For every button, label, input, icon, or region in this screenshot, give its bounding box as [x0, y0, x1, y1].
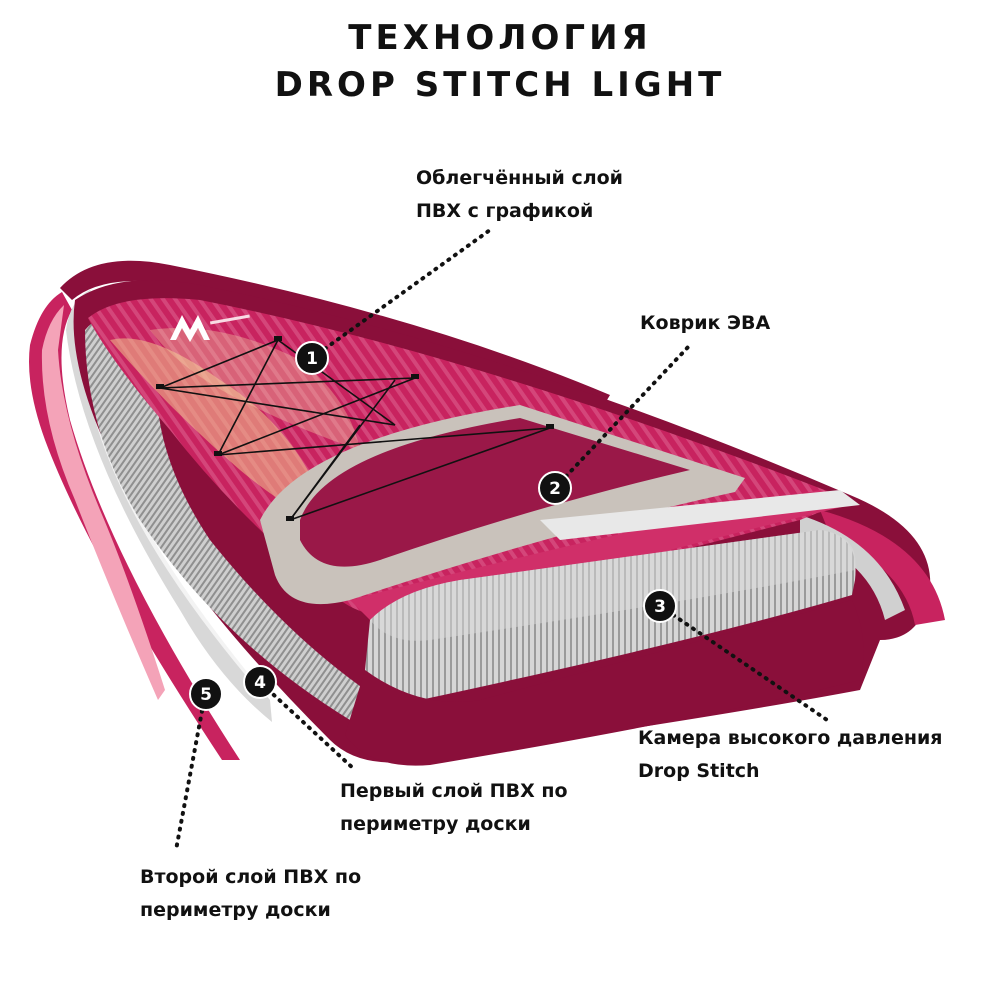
- callout-5-line-1: Второй слой ПВХ по: [140, 866, 362, 888]
- badge-4: 4: [243, 665, 277, 699]
- badge-3: 3: [643, 589, 677, 623]
- callout-3-label: Камера высокого давления Drop Stitch: [638, 722, 943, 788]
- callout-3-line-2: Drop Stitch: [638, 760, 760, 782]
- page-title-line-1: ТЕХНОЛОГИЯ: [348, 18, 652, 58]
- callout-1-label: Облегчённый слой ПВХ с графикой: [416, 162, 623, 228]
- page-title-line-2: DROP STITCH LIGHT: [274, 65, 726, 105]
- outer-rail-top: [60, 260, 610, 405]
- callout-5-line-2: периметру доски: [140, 899, 331, 921]
- badge-3-number: 3: [654, 597, 666, 617]
- callout-4-label: Первый слой ПВХ по периметру доски: [340, 775, 568, 841]
- callout-2-line-1: Коврик ЭВА: [640, 312, 771, 334]
- badge-4-number: 4: [254, 673, 266, 693]
- badge-1-number: 1: [306, 349, 318, 369]
- badge-5-number: 5: [200, 685, 212, 705]
- eva-pad-inner: [300, 418, 690, 567]
- callout-4-line-2: периметру доски: [340, 813, 531, 835]
- callout-4-line-1: Первый слой ПВХ по: [340, 780, 568, 802]
- chamber-base: [345, 600, 864, 766]
- badge-2: 2: [538, 471, 572, 505]
- callout-2-label: Коврик ЭВА: [640, 307, 770, 340]
- layer-5-light-pvc: [41, 305, 165, 700]
- callout-3-line-1: Камера высокого давления: [638, 727, 943, 749]
- callout-1-line-1: Облегчённый слой: [416, 167, 623, 189]
- callout-5-label: Второй слой ПВХ по периметру доски: [140, 861, 361, 927]
- badge-5: 5: [189, 677, 223, 711]
- callout-1-line-2: ПВХ с графикой: [416, 200, 594, 222]
- bungee-cords: [159, 339, 551, 521]
- badge-2-number: 2: [549, 479, 561, 499]
- brand-logo-icon: [170, 314, 250, 342]
- badge-1: 1: [295, 341, 329, 375]
- right-rail-pink: [820, 510, 945, 625]
- leader-lines: [174, 228, 832, 852]
